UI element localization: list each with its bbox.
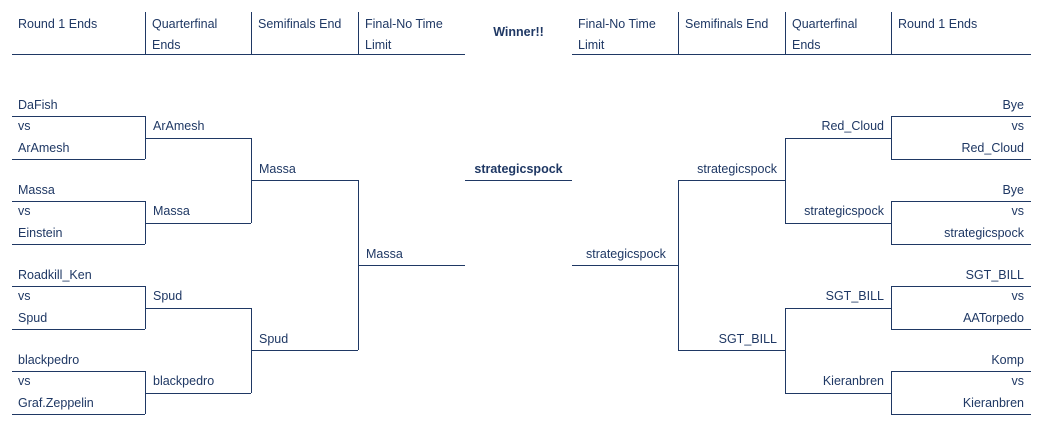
right-r1-m3-top-line	[891, 286, 1031, 287]
winner-line	[465, 180, 572, 181]
left-r1-m4-bracket	[145, 371, 146, 414]
left-qf-4-line	[145, 393, 251, 394]
left-r1-m2-top: Massa	[18, 183, 55, 197]
right-r1-m1-bracket	[891, 116, 892, 159]
left-r1-m1-bracket	[145, 116, 146, 159]
left-r1-m3-bottom: Spud	[18, 311, 48, 325]
left-qf-2: Massa	[153, 204, 190, 218]
right-r1-m4-top: Komp	[991, 353, 1024, 367]
header-right-round1: Round 1 Ends	[891, 12, 1031, 55]
left-r1-m3-top-line	[12, 286, 145, 287]
left-qf-1: ArAmesh	[153, 119, 205, 133]
left-r1-m2-top-line	[12, 201, 145, 202]
right-r1-m2-vs: vs	[1011, 204, 1025, 218]
right-r1-m2-top-line	[891, 201, 1031, 202]
left-r1-m2-bottom-line	[12, 244, 145, 245]
left-r1-m2-bottom: Einstein	[18, 226, 63, 240]
header-right-semifinal: Semifinals End	[678, 12, 785, 55]
right-r1-m3-bottom-line	[891, 329, 1031, 330]
right-sf-1-line	[678, 180, 785, 181]
right-sf-2-line	[678, 350, 785, 351]
right-qf-upper-bracket	[785, 138, 786, 223]
left-r1-m4-top: blackpedro	[18, 353, 80, 367]
left-r1-m3-top: Roadkill_Ken	[18, 268, 92, 282]
right-qf-lower-bracket	[785, 308, 786, 393]
right-r1-m1-top-line	[891, 116, 1031, 117]
right-qf-3-line	[785, 308, 891, 309]
left-r1-m4-top-line	[12, 371, 145, 372]
right-r1-m1-bottom: Red_Cloud	[961, 141, 1024, 155]
right-r1-m4-bottom: Kieranbren	[962, 396, 1024, 410]
right-r1-m3-vs: vs	[1011, 289, 1025, 303]
header-left-quarterfinal: Quarterfinal Ends	[145, 12, 251, 55]
left-r1-m4-bottom-line	[12, 414, 145, 415]
right-qf-2-line	[785, 223, 891, 224]
left-qf-2-line	[145, 223, 251, 224]
right-sf-1: strategicspock	[697, 162, 777, 176]
right-qf-1-line	[785, 138, 891, 139]
left-qf-4: blackpedro	[153, 374, 215, 388]
left-r1-m4-bottom: Graf.Zeppelin	[18, 396, 94, 410]
right-qf-4: Kieranbren	[822, 374, 884, 388]
right-r1-m2-bottom: strategicspock	[944, 226, 1024, 240]
right-r1-m1-top: Bye	[1002, 98, 1024, 112]
header-left-semifinal: Semifinals End	[251, 12, 358, 55]
left-r1-m3-bottom-line	[12, 329, 145, 330]
right-sf-bracket	[678, 180, 679, 350]
right-r1-m3-top: SGT_BILL	[965, 268, 1024, 282]
left-qf-1-line	[145, 138, 251, 139]
left-sf-1-line	[251, 180, 358, 181]
right-r1-m4-bottom-line	[891, 414, 1031, 415]
right-r1-m4-top-line	[891, 371, 1031, 372]
header-left-round1: Round 1 Ends	[12, 12, 145, 55]
left-r1-m1-top: DaFish	[18, 98, 58, 112]
right-r1-m3-bottom: AATorpedo	[963, 311, 1024, 325]
right-final-line	[572, 265, 678, 266]
left-sf-2: Spud	[259, 332, 289, 346]
left-r1-m1-top-line	[12, 116, 145, 117]
left-r1-m2-bracket	[145, 201, 146, 244]
left-final-line	[358, 265, 465, 266]
right-r1-m4-vs: vs	[1011, 374, 1025, 388]
right-sf-2: SGT_BILL	[718, 332, 777, 346]
left-r1-m3-bracket	[145, 286, 146, 329]
left-final: Massa	[366, 247, 403, 261]
right-r1-m1-vs: vs	[1011, 119, 1025, 133]
header-right-final: Final-No Time Limit	[572, 12, 678, 55]
right-r1-m2-bottom-line	[891, 244, 1031, 245]
left-r1-m2-vs: vs	[18, 204, 31, 218]
header-left-final: Final-No Time Limit	[358, 12, 465, 55]
header-right-quarterfinal: Quarterfinal Ends	[785, 12, 891, 55]
right-r1-m3-bracket	[891, 286, 892, 329]
right-qf-1: Red_Cloud	[821, 119, 884, 133]
left-sf-2-line	[251, 350, 358, 351]
right-r1-m1-bottom-line	[891, 159, 1031, 160]
left-qf-3-line	[145, 308, 251, 309]
right-qf-4-line	[785, 393, 891, 394]
right-r1-m4-bracket	[891, 371, 892, 414]
left-r1-m3-vs: vs	[18, 289, 31, 303]
left-qf-3: Spud	[153, 289, 183, 303]
header-winner: Winner!!	[493, 25, 544, 39]
left-r1-m1-bottom-line	[12, 159, 145, 160]
left-r1-m1-vs: vs	[18, 119, 31, 133]
left-r1-m4-vs: vs	[18, 374, 31, 388]
right-qf-3: SGT_BILL	[825, 289, 884, 303]
left-sf-1: Massa	[259, 162, 296, 176]
right-r1-m2-bracket	[891, 201, 892, 244]
winner-name: strategicspock	[474, 162, 563, 176]
right-final: strategicspock	[586, 247, 666, 261]
right-qf-2: strategicspock	[804, 204, 884, 218]
left-r1-m1-bottom: ArAmesh	[18, 141, 70, 155]
right-r1-m2-top: Bye	[1002, 183, 1024, 197]
